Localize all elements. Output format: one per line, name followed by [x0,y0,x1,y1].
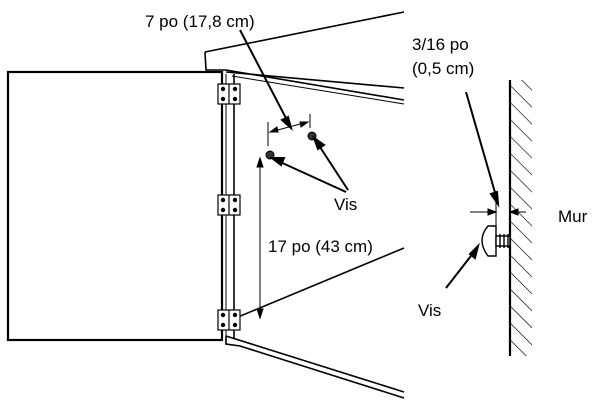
dimension-gap [470,202,526,226]
leader-vis-cabinet [269,135,349,193]
wall [508,80,532,356]
hinge-top [217,83,241,105]
wall-screw [481,225,511,257]
label-wall: Mur [558,207,588,226]
cabinet-top [204,11,405,101]
leader-7po [239,29,293,131]
cabinet-door [6,70,227,342]
leader-vis-wall [445,242,480,289]
label-screw-wall: Vis [418,301,441,320]
label-horizontal-spacing: 7 po (17,8 cm) [145,12,255,31]
leader-gap [465,91,500,208]
label-vertical-spacing: 17 po (43 cm) [268,237,373,256]
cabinet-bottom [225,247,405,399]
label-gap-line2: (0,5 cm) [412,59,474,78]
hinge-middle [217,194,241,216]
dimension-vertical [256,156,264,320]
hinge-bottom [217,309,241,331]
label-screws-cabinet: Vis [334,195,357,214]
label-gap-line1: 3/16 po [412,35,469,54]
